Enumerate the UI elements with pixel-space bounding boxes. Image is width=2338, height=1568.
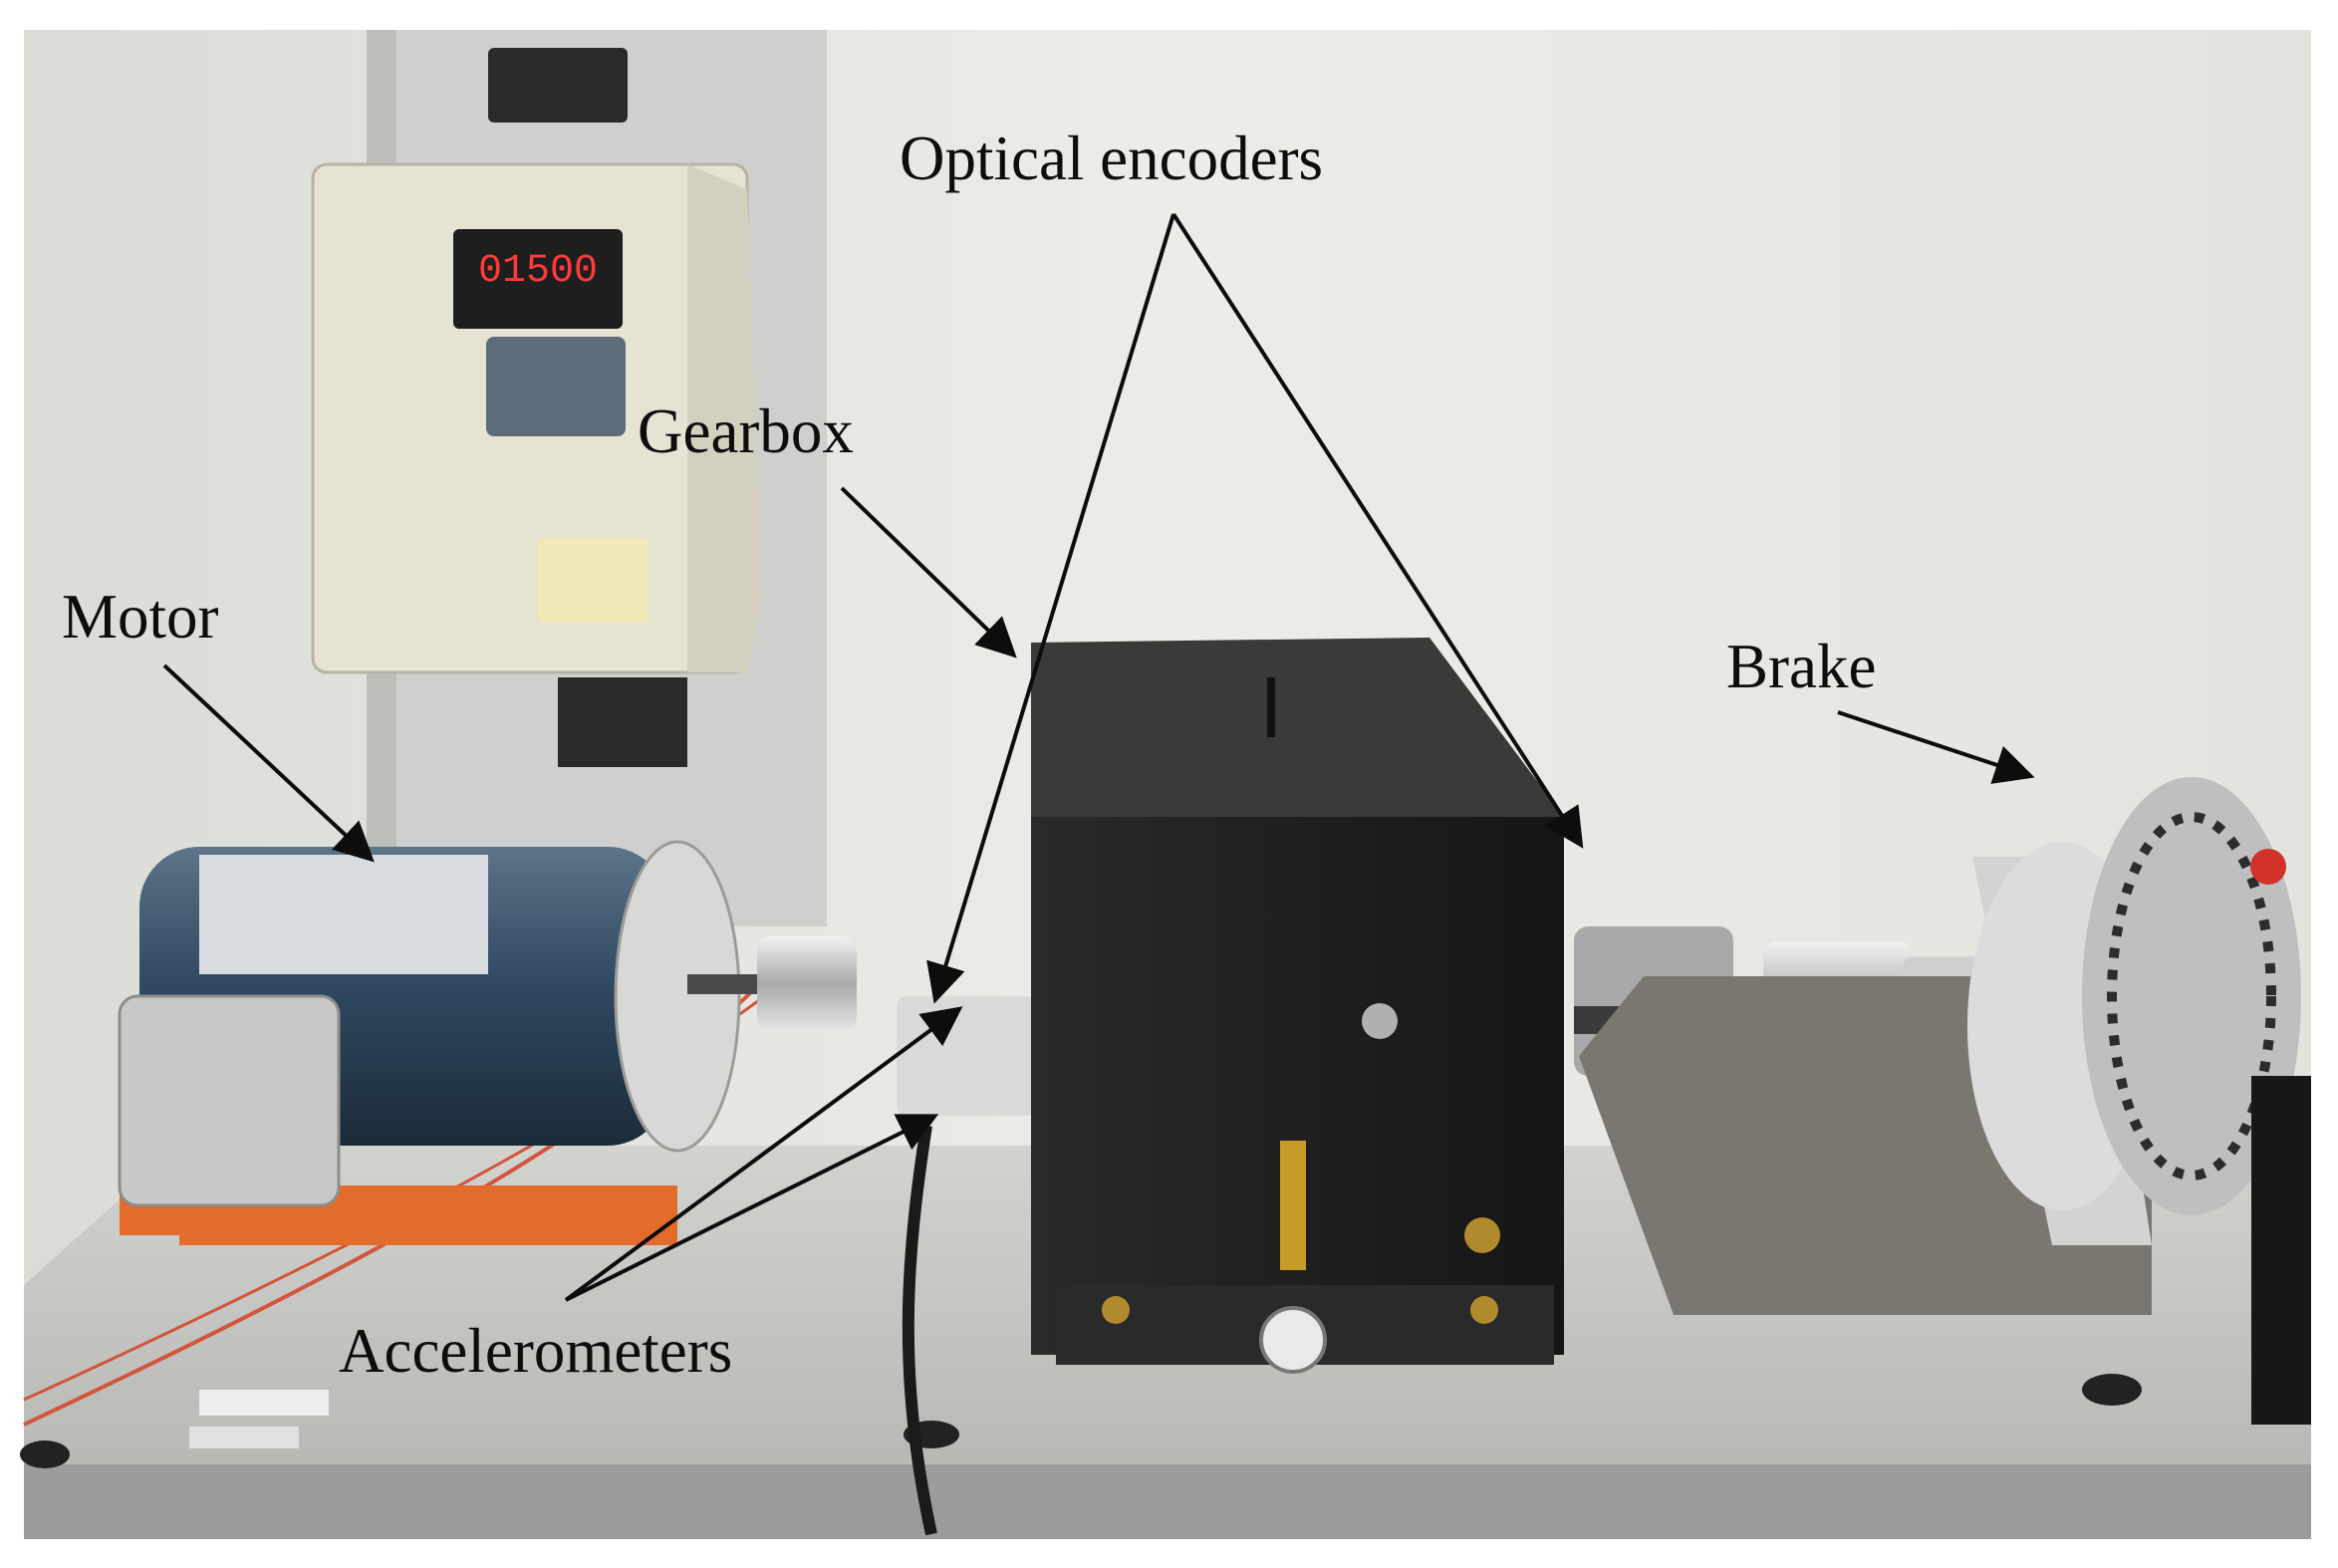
brake-label: Brake [1726,632,1877,701]
motor-label: Motor [62,582,219,652]
arrow-motor [162,663,375,863]
vfd-drive: 01500 [311,48,762,767]
arrow-accelerometer-lower [565,1114,939,1302]
arrow-optical-encoder-right [1171,212,1584,849]
gearbox-label: Gearbox [638,396,854,466]
gearbox [1031,638,1564,1374]
optical-encoders-label: Optical encoders [900,124,1324,193]
arrow-brake [1837,710,2035,784]
arrow-accelerometer-upper [564,1006,963,1302]
arrow-gearbox [840,486,1017,658]
motor [118,840,787,1245]
vfd-display-readout: 01500 [478,249,598,294]
accelerometers-label: Accelerometers [339,1316,733,1386]
brake-unit [1579,777,2311,1425]
arrow-optical-encoder-left [926,213,1175,1004]
annotation-arrows [162,212,2035,1302]
